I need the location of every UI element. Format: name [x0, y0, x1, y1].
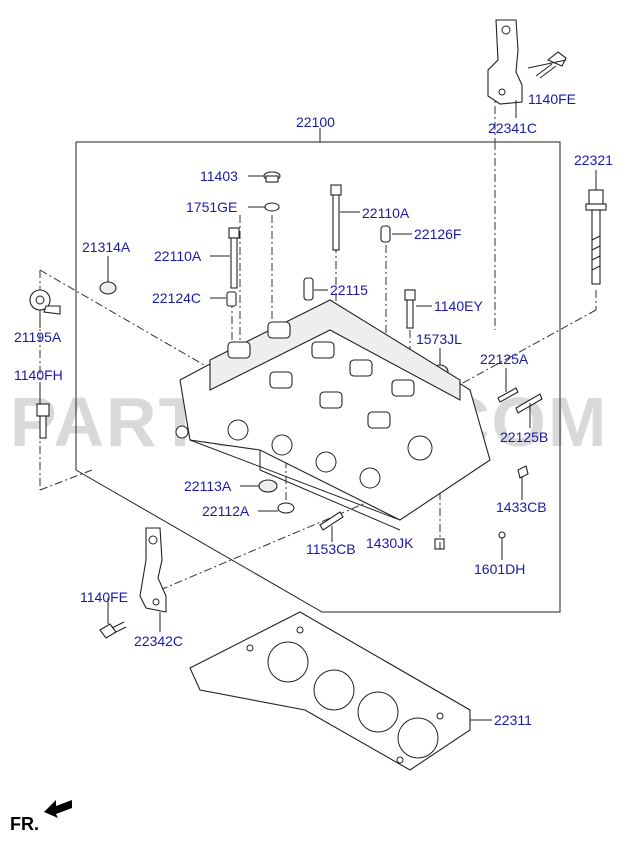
label-22342c[interactable]: 22342C: [134, 633, 183, 649]
plug-1433cb: [517, 465, 529, 479]
label-1153cb[interactable]: 1153CB: [306, 541, 356, 557]
bracket-22342c: [139, 527, 167, 613]
label-22125b[interactable]: 22125B: [500, 429, 548, 445]
bolt-22110a-left: [228, 227, 240, 289]
seal-22112a: [277, 502, 295, 514]
leader-lines: [39, 59, 597, 721]
front-direction-indicator: FR.: [10, 800, 72, 834]
label-22126f[interactable]: 22126F: [414, 226, 461, 242]
bolt-1140fe-bottom: [99, 621, 127, 639]
label-22110a-right[interactable]: 22110A: [362, 205, 410, 221]
label-11403[interactable]: 11403: [200, 168, 238, 184]
bolt-22321: [585, 189, 607, 285]
ball-1601dh: [498, 531, 506, 539]
bolt-1140ey: [404, 289, 416, 329]
stud-22125a: [497, 387, 519, 403]
part-labels: 1140FE 22341C 22100 22321 11403 1751GE 2…: [14, 91, 613, 728]
pin-22115: [303, 277, 314, 301]
bolt-1140fe-top: [535, 51, 567, 79]
bolt-22110a-right: [330, 184, 342, 251]
label-21314a[interactable]: 21314A: [82, 239, 131, 255]
label-1573jl[interactable]: 1573JL: [416, 331, 462, 347]
label-22100[interactable]: 22100: [296, 114, 335, 130]
label-1433cb[interactable]: 1433CB: [496, 499, 547, 515]
label-1430jk[interactable]: 1430JK: [366, 535, 414, 551]
assembly-frame: [75, 141, 561, 613]
seal-22113a: [258, 479, 278, 493]
cylinder-head: [175, 299, 491, 531]
bracket-22341c: [487, 19, 523, 105]
label-22311[interactable]: 22311: [494, 712, 532, 728]
hanger-21195a: [29, 289, 61, 315]
label-22115[interactable]: 22115: [330, 282, 368, 298]
label-22341c[interactable]: 22341C: [488, 120, 537, 136]
pin-1153cb: [319, 511, 344, 531]
label-1140fe-top[interactable]: 1140FE: [528, 91, 576, 107]
label-1601dh[interactable]: 1601DH: [474, 561, 525, 577]
washer-1751ge: [264, 202, 280, 212]
label-1140fh[interactable]: 1140FH: [14, 367, 63, 383]
label-22110a-left[interactable]: 22110A: [154, 248, 202, 264]
label-21195a[interactable]: 21195A: [14, 329, 62, 345]
plug-11403: [263, 171, 281, 183]
stud-22125b: [515, 393, 543, 414]
dowel-22124c: [226, 291, 237, 307]
direction-label: FR.: [10, 814, 39, 834]
label-22124c[interactable]: 22124C: [152, 290, 201, 306]
label-22125a[interactable]: 22125A: [480, 351, 529, 367]
label-1140fe-bottom[interactable]: 1140FE: [80, 589, 128, 605]
bolt-1140fh: [36, 403, 50, 439]
label-1751ge[interactable]: 1751GE: [186, 199, 237, 215]
label-22112a[interactable]: 22112A: [202, 503, 250, 519]
front-arrow-icon: [44, 800, 72, 818]
label-22321[interactable]: 22321: [574, 152, 613, 168]
label-1140ey[interactable]: 1140EY: [434, 298, 483, 314]
plug-21314a: [99, 281, 117, 295]
head-gasket-22311: [189, 611, 471, 771]
dowel-22126f: [380, 225, 391, 243]
label-22113a[interactable]: 22113A: [184, 478, 232, 494]
